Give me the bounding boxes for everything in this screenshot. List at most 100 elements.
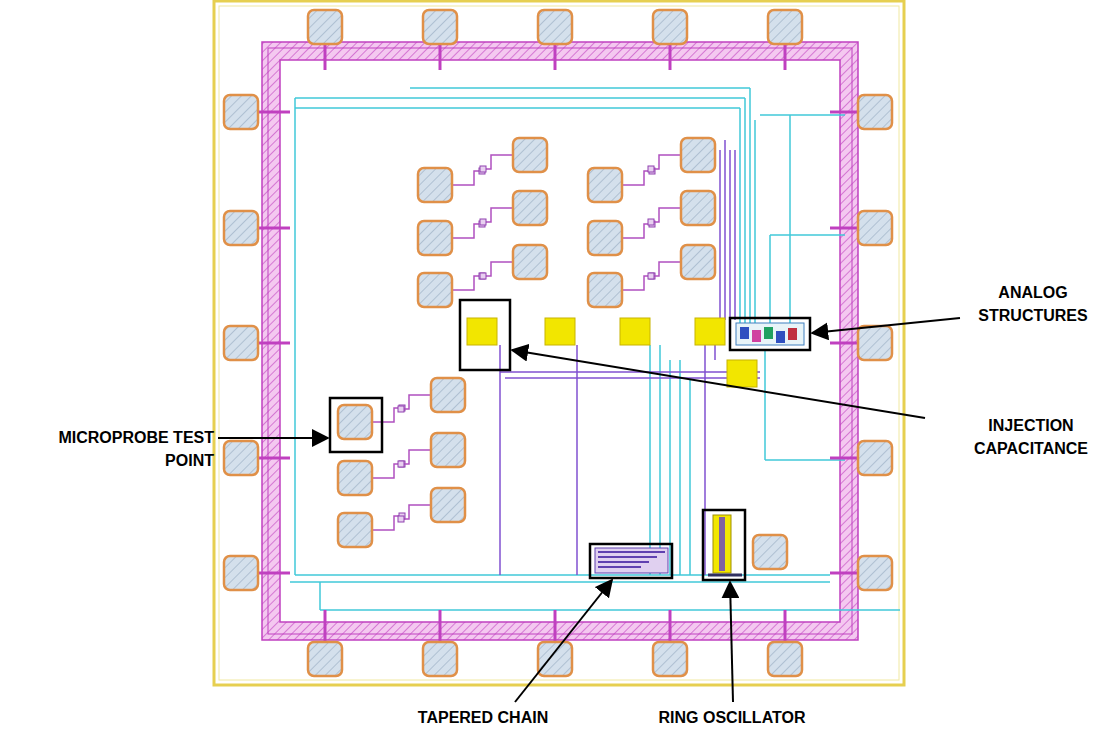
probe-pad: [431, 378, 465, 412]
callout-label: TAPERED CHAIN: [398, 706, 568, 729]
probe-pad: [681, 191, 715, 225]
ring-oscillator-core: [719, 517, 725, 571]
ring-oscillator-block: [713, 515, 731, 573]
probe-pad: [681, 245, 715, 279]
probe-trace: [651, 155, 681, 169]
metal-wire: [770, 234, 845, 236]
metal-wire: [744, 98, 746, 330]
analog-block: [736, 323, 804, 345]
metal-wire: [295, 107, 740, 109]
metal-wire: [295, 574, 830, 576]
metal-wire: [749, 88, 751, 330]
die-outline: [214, 1, 904, 685]
probe-pad: [338, 405, 372, 439]
highlight-box: [730, 318, 810, 350]
inverter-stage: [598, 556, 657, 558]
bond-pad: [768, 642, 802, 676]
metal-wire: [319, 582, 321, 610]
callout-label: RING OSCILLATOR: [626, 706, 838, 729]
pad-connection: [830, 572, 858, 575]
metal-wire: [499, 345, 501, 575]
bond-pad: [308, 10, 342, 44]
pad-connection: [830, 457, 858, 460]
via: [648, 273, 654, 279]
metal-wire: [320, 609, 900, 611]
pad-connection: [258, 111, 290, 114]
probe-trace: [401, 450, 431, 464]
probe-trace: [401, 395, 431, 409]
bond-pad: [858, 326, 892, 360]
leader-arrow: [512, 350, 925, 418]
bond-pad: [653, 10, 687, 44]
bond-pad: [224, 556, 258, 590]
bond-pad: [224, 95, 258, 129]
via: [398, 461, 404, 467]
probe-pad: [338, 513, 372, 547]
analog-device: [788, 328, 797, 340]
power-ring-line: [268, 48, 852, 634]
probe-pad: [588, 273, 622, 307]
analog-device: [776, 331, 785, 343]
probe-trace: [483, 208, 513, 222]
via: [480, 273, 486, 279]
via: [480, 166, 486, 172]
via: [398, 406, 404, 412]
pad-connection: [324, 610, 327, 642]
pad-connection: [439, 42, 442, 70]
via: [479, 273, 485, 279]
capacitor-plate: [545, 318, 575, 345]
probe-trace: [452, 171, 482, 185]
leader-arrow: [218, 437, 328, 439]
pad-connection: [830, 227, 858, 230]
inverter-stage: [598, 551, 665, 553]
pad-connection: [669, 42, 672, 70]
metal-wire: [290, 581, 830, 583]
pad-connection: [324, 42, 327, 70]
leader-arrow: [515, 580, 612, 702]
power-ring: [262, 42, 858, 640]
via: [480, 219, 486, 225]
leader-arrow: [812, 318, 960, 333]
pad-connection: [830, 342, 858, 345]
bond-pad: [423, 10, 457, 44]
probe-trace: [452, 276, 482, 290]
probe-pad: [588, 221, 622, 255]
probe-trace: [401, 505, 431, 519]
leader-arrow: [730, 582, 733, 702]
via: [399, 461, 405, 467]
metal-wire: [649, 345, 651, 575]
metal-wire: [769, 235, 771, 330]
pad-connection: [669, 610, 672, 642]
metal-wire: [789, 115, 791, 330]
inverter-stage: [598, 561, 649, 563]
analog-device: [740, 327, 749, 339]
bond-pad: [653, 642, 687, 676]
metal-wire: [659, 345, 661, 575]
metal-wire: [704, 345, 706, 575]
bond-pad: [858, 211, 892, 245]
pad-connection: [439, 610, 442, 642]
probe-pad: [418, 221, 452, 255]
highlight-box: [703, 510, 745, 580]
bond-pad: [858, 556, 892, 590]
probe-pad: [431, 488, 465, 522]
bond-pad: [768, 10, 802, 44]
callout-label: MICROPROBE TEST POINT: [8, 426, 214, 472]
probe-trace: [452, 224, 482, 238]
pad-connection: [258, 572, 290, 575]
callout-label: INJECTION CAPACITANCE: [962, 414, 1100, 460]
via: [649, 273, 655, 279]
metal-wire: [734, 150, 736, 320]
pad-connection: [830, 111, 858, 114]
bond-pad: [224, 211, 258, 245]
callout-label: ANALOG STRUCTURES: [968, 281, 1098, 327]
probe-pad: [513, 245, 547, 279]
bond-pad: [224, 326, 258, 360]
bond-pad: [538, 642, 572, 676]
capacitor-plate: [695, 318, 725, 345]
metal-wire: [689, 380, 691, 575]
capacitor-plate: [727, 360, 757, 387]
metal-wire: [505, 377, 760, 379]
pad-connection: [554, 610, 557, 642]
